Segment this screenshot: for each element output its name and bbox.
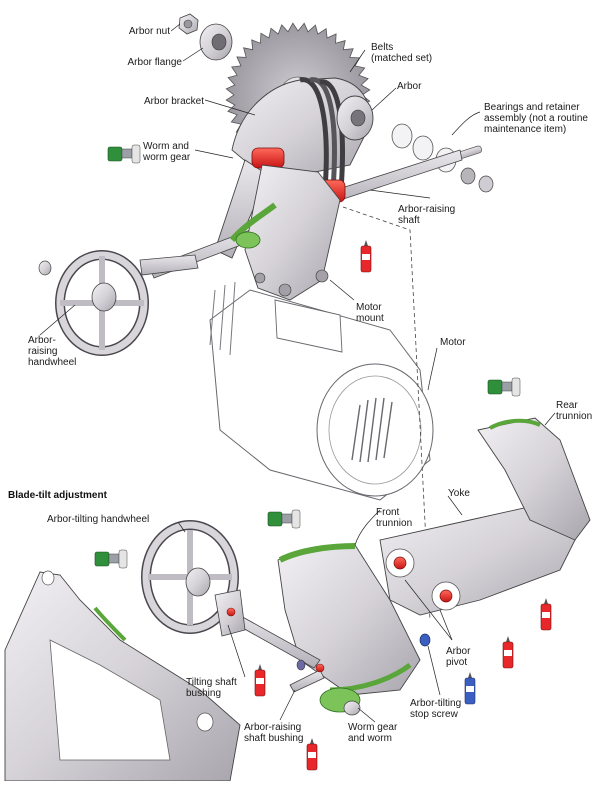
arbor-tilting-handwheel xyxy=(141,520,239,634)
arbor-pulley xyxy=(336,95,374,141)
trunnion-bracket-lower-left xyxy=(4,570,241,782)
arbor-flange xyxy=(199,23,233,61)
label-belts: Belts (matched set) xyxy=(371,42,433,64)
dashed-alignment-line xyxy=(342,206,431,621)
arbor-tilting-stop-screw xyxy=(419,633,431,647)
oil-can-icon xyxy=(360,240,372,273)
label-arbor-raising-shaft: Arbor-raising shaft xyxy=(398,204,456,226)
label-front-trunnion: Front trunnion xyxy=(376,507,413,529)
grease-brush-icon xyxy=(107,144,141,164)
label-arbor-raising-shaft-bushing: Arbor-raising shaft bushing xyxy=(244,722,304,744)
label-yoke: Yoke xyxy=(448,488,470,499)
label-motor: Motor xyxy=(440,337,466,348)
label-arbor-tilting-handwheel: Arbor-tilting handwheel xyxy=(47,514,150,525)
motor xyxy=(209,281,434,501)
label-arbor-nut: Arbor nut xyxy=(128,26,170,37)
oil-can-icon xyxy=(254,664,266,697)
worm-gear-upper xyxy=(229,202,277,249)
arbor-raising-handwheel xyxy=(38,250,199,356)
label-arbor-flange: Arbor flange xyxy=(127,57,182,68)
motor-mount xyxy=(244,164,341,301)
label-worm-and-worm-gear: Worm and worm gear xyxy=(143,141,191,163)
grease-brush-icon xyxy=(94,549,128,569)
grease-brush-icon xyxy=(267,509,301,529)
worm-gear-lower xyxy=(319,687,361,716)
label-motor-mount: Motor mount xyxy=(356,302,384,324)
dry-lubricant-can-icon xyxy=(464,672,476,705)
label-rear-trunnion: Rear trunnion xyxy=(556,400,593,422)
leader-lines xyxy=(39,23,556,723)
grease-brush-icon xyxy=(487,377,521,397)
rear-trunnion xyxy=(477,417,591,541)
label-arbor-tilting-stop-screw: Arbor-tilting stop screw xyxy=(410,698,462,720)
tilting-shaft xyxy=(214,589,325,693)
label-arbor: Arbor xyxy=(397,81,422,92)
arbor-nut xyxy=(178,13,199,35)
section-title: Blade-tilt adjustment xyxy=(8,490,107,501)
label-bearings: Bearings and retainer assembly (not a ro… xyxy=(484,102,588,135)
label-arbor-raising-handwheel: Arbor- raising handwheel xyxy=(28,335,77,368)
oil-can-icon xyxy=(502,636,514,669)
oil-can-icon xyxy=(306,738,318,771)
yoke xyxy=(379,499,581,616)
oil-can-icon xyxy=(540,598,552,631)
label-arbor-bracket: Arbor bracket xyxy=(143,96,204,107)
label-tilting-shaft-bushing: Tilting shaft bushing xyxy=(186,677,237,699)
label-worm-gear-and-worm: Worm gear and worm xyxy=(348,722,398,744)
label-arbor-pivot: Arbor pivot xyxy=(446,646,471,668)
